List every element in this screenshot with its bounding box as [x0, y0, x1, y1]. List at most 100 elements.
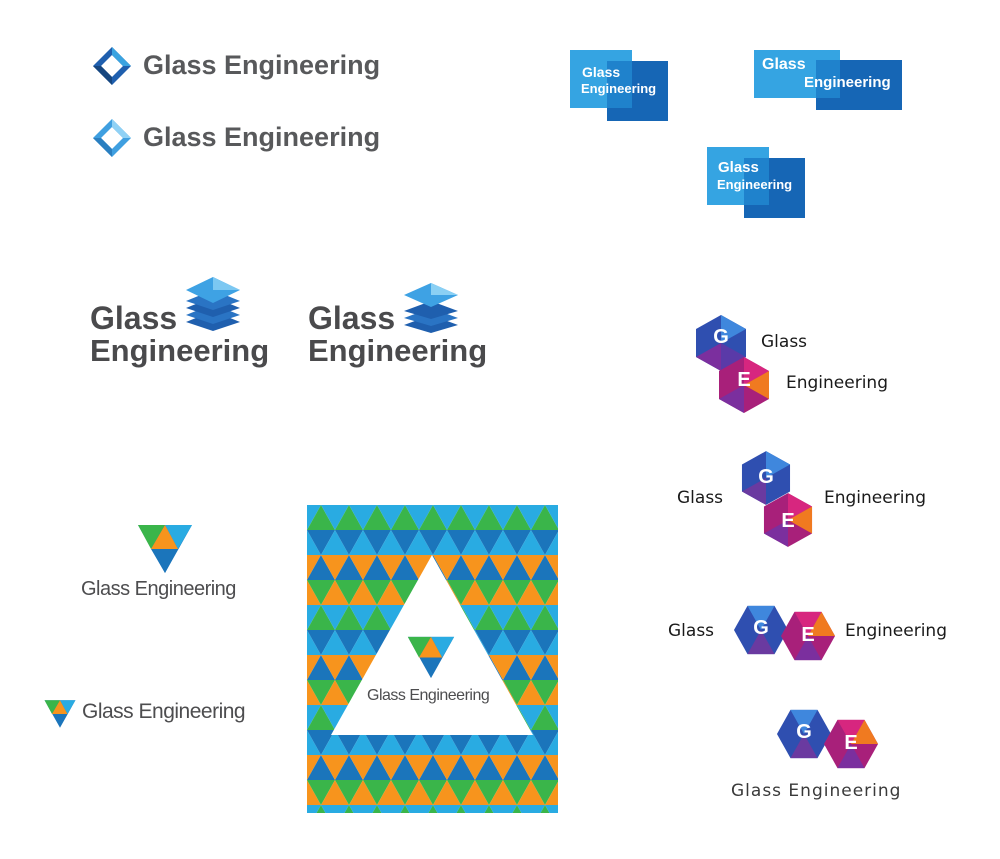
hex-word2: Engineering: [824, 488, 926, 508]
pattern-tile: [475, 530, 503, 555]
pattern-tile: [475, 755, 503, 780]
pattern-tile: [461, 780, 489, 805]
hex-logo: G E Glass Engineering: [695, 314, 910, 419]
pattern-tile: [489, 605, 517, 630]
pattern-tile: [321, 705, 349, 730]
pattern-tile: [503, 605, 531, 630]
diamond-logo-dark: Glass Engineering: [92, 46, 380, 86]
pattern-tile: [377, 605, 405, 630]
pattern-tile: [503, 680, 531, 705]
hex-logo: Glass G E Engineering: [668, 600, 968, 664]
pattern-tile: [321, 630, 349, 655]
pattern-tile: [540, 805, 550, 813]
triangle-logo-text: Glass Engineering: [81, 578, 236, 600]
pattern-tile: [503, 630, 531, 655]
pattern-tile: [517, 655, 545, 680]
hex-word1: Glass: [677, 488, 724, 508]
pattern-tile: [419, 730, 447, 755]
pattern-tile: [335, 630, 363, 655]
pattern-tile: [517, 630, 545, 655]
hex-logo: Glass G E Engineering: [677, 450, 947, 550]
pattern-tile: [503, 505, 531, 530]
pattern-tile: [503, 780, 531, 805]
pattern-tile: [349, 805, 377, 813]
pattern-tile: [531, 730, 558, 755]
pattern-tile: [461, 605, 489, 630]
pattern-tile: [377, 730, 405, 755]
pattern-tile: [475, 605, 503, 630]
diamond-logo-light-text: Glass Engineering: [143, 122, 381, 152]
pattern-tile: [400, 805, 410, 813]
pattern-tile: [531, 680, 558, 705]
pattern-tile: [363, 730, 391, 755]
triangle-logo-inline: Glass Engineering: [44, 696, 274, 732]
pattern-tile: [461, 530, 489, 555]
pattern-tile: [335, 780, 363, 805]
triangle-logo-inline-text: Glass Engineering: [82, 700, 246, 723]
pattern-tile: [447, 580, 475, 605]
hex-letter-e: E: [844, 732, 858, 754]
pattern-tile: [517, 555, 545, 580]
pattern-tile: [363, 505, 391, 530]
pattern-tile: [517, 680, 545, 705]
diamond-icon: [93, 119, 131, 157]
hex-g-icon: [741, 451, 791, 505]
pattern-tile: [475, 555, 503, 580]
pattern-tile: [545, 655, 558, 679]
pattern-tile: [517, 580, 545, 605]
pattern-tile: [316, 805, 326, 813]
square-logo: Glass Engineering: [707, 147, 807, 219]
pattern-tile: [503, 555, 531, 580]
pattern-tile: [307, 530, 335, 555]
pattern-tile: [307, 755, 335, 780]
square-logo-line1: Glass: [582, 64, 621, 80]
pattern-tile: [517, 505, 545, 530]
hex-g-icon: [776, 709, 832, 759]
hex-e-icon: [780, 611, 836, 661]
pattern-tile: [489, 730, 517, 755]
pattern-tile: [321, 580, 349, 605]
pattern-tile: [307, 555, 335, 580]
pattern-tile: [447, 530, 475, 555]
pattern-tile: [456, 805, 466, 813]
hex-letter-e: E: [801, 624, 815, 646]
pattern-tile: [433, 755, 461, 780]
pattern-tile: [433, 805, 461, 813]
pattern-tile: [419, 780, 447, 805]
pattern-tile: [321, 605, 349, 630]
pattern-tile: [349, 505, 377, 530]
hex-letter-e: E: [781, 510, 795, 532]
pattern-tile: [307, 780, 335, 805]
pattern-tile: [545, 631, 558, 655]
pattern-tile: [335, 555, 363, 580]
pattern-tile: [428, 805, 438, 813]
stack-logo: Glass Engineering: [308, 282, 487, 377]
pattern-tile: [461, 805, 489, 813]
pattern-tile: [489, 630, 517, 655]
pattern-tile: [372, 805, 382, 813]
hex-word1: Glass: [668, 621, 715, 641]
pattern-tile: [391, 530, 419, 555]
hex-letter-g: G: [753, 617, 769, 639]
square-logo: Glass Engineering: [754, 50, 904, 112]
pattern-tile: [475, 630, 503, 655]
pattern-tile: [461, 755, 489, 780]
pattern-tile: [349, 530, 377, 555]
pattern-tile: [377, 805, 405, 813]
pattern-tile: [489, 530, 517, 555]
pattern-tile: [307, 605, 335, 630]
pattern-tile: [307, 505, 335, 530]
pattern-card-text: Glass Engineering: [367, 687, 490, 704]
pattern-tile: [489, 655, 517, 680]
pattern-tile: [531, 605, 558, 630]
pattern-tile: [321, 555, 349, 580]
pattern-tile: [419, 530, 447, 555]
hex-e-icon: [763, 493, 813, 547]
pattern-tile: [307, 680, 335, 705]
pattern-tile: [377, 780, 405, 805]
pattern-tile: [405, 755, 433, 780]
pattern-tile: [512, 805, 522, 813]
pattern-tile: [461, 555, 489, 580]
triangle-icon: [138, 525, 192, 573]
pattern-tile: [391, 555, 419, 580]
